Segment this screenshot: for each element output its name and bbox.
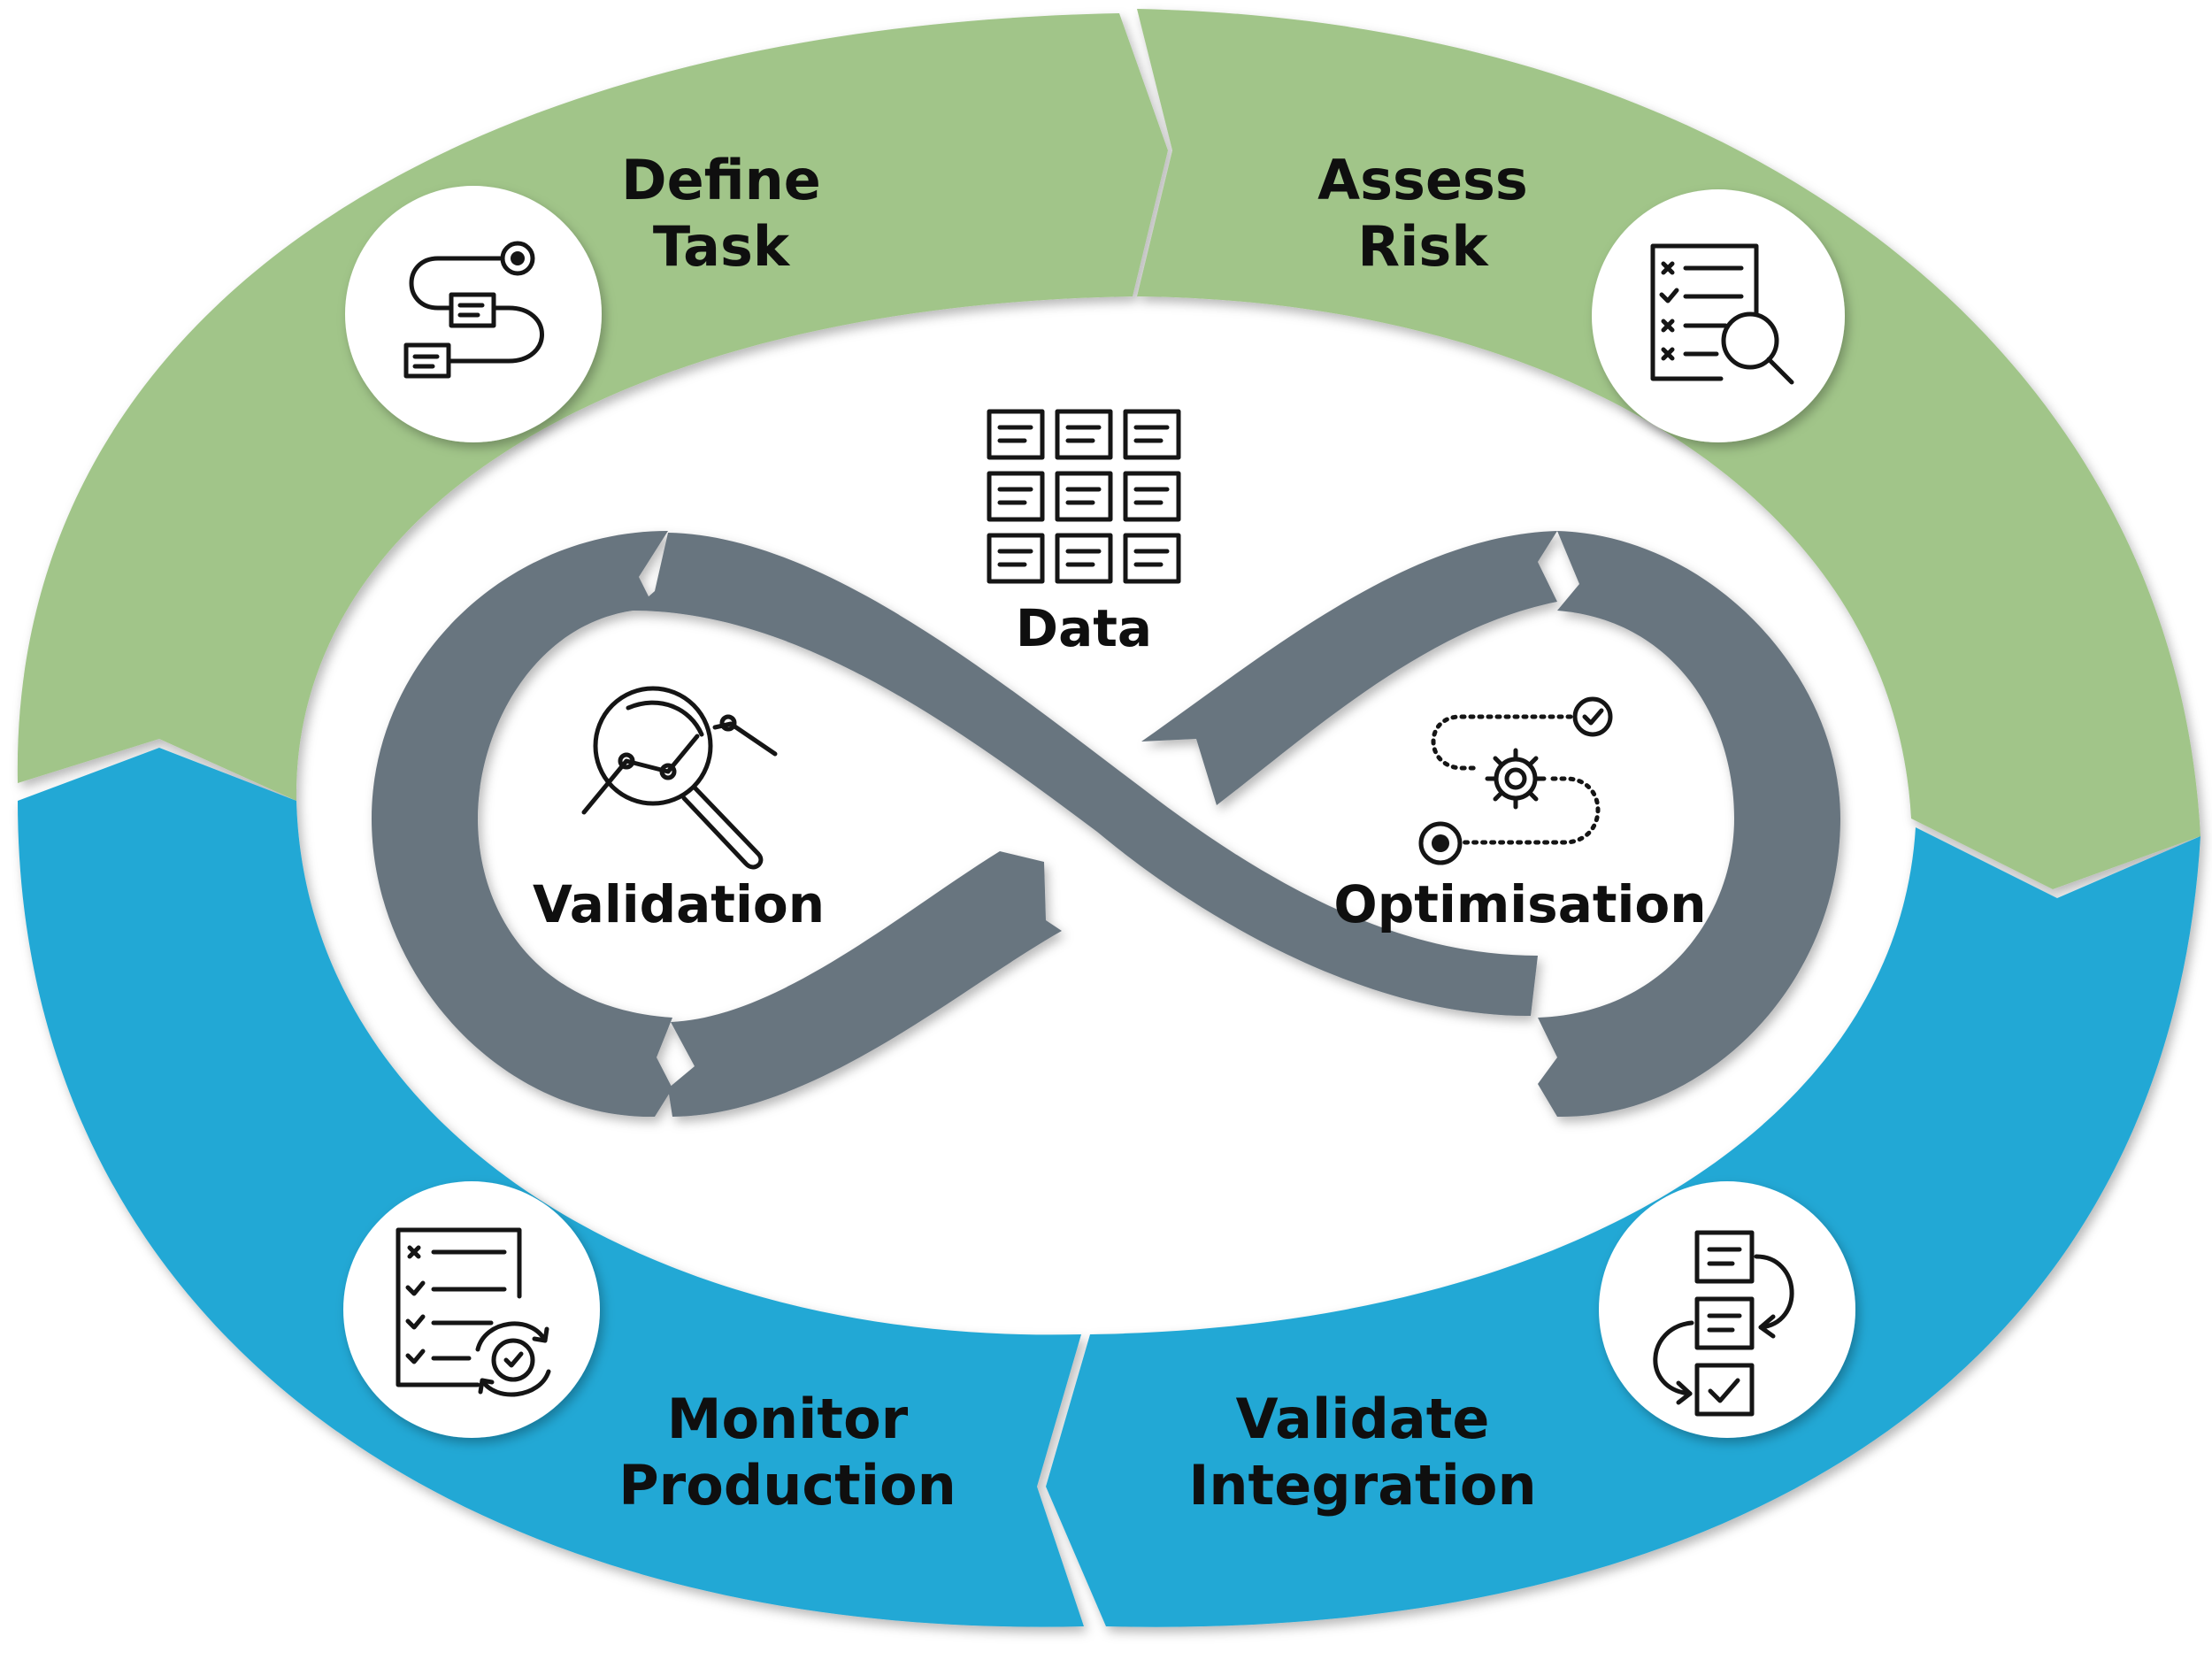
loop-right-arc xyxy=(1538,531,1840,1118)
loop-top-left-arm xyxy=(633,533,1538,1017)
icon-disc-assess-risk xyxy=(1592,189,1845,442)
document-flow-check-icon xyxy=(1653,1230,1794,1417)
segment-monitor-production xyxy=(18,748,1084,1627)
segment-define-task xyxy=(17,13,1169,801)
data-grid-icon xyxy=(987,409,1181,584)
label-data: Data xyxy=(1016,598,1152,658)
icon-disc-validate-integration xyxy=(1599,1181,1855,1438)
workflow-path-icon xyxy=(403,241,544,379)
define-task-line-1: Define xyxy=(621,148,821,212)
label-define-task: Define Task xyxy=(621,148,821,279)
segment-assess-risk xyxy=(1137,9,2200,889)
label-assess-risk: Assess Risk xyxy=(1317,148,1528,279)
checklist-gear-icon xyxy=(396,1227,551,1397)
validate-integration-line-1: Validate xyxy=(1236,1387,1490,1451)
icon-disc-define-task xyxy=(345,186,602,442)
assess-risk-line-2: Risk xyxy=(1357,214,1489,279)
monitor-production-line-1: Monitor xyxy=(667,1387,909,1451)
checklist-magnifier-icon xyxy=(1650,243,1794,385)
loop-left-arc xyxy=(372,531,672,1118)
label-validation: Validation xyxy=(533,874,825,934)
segment-validate-integration xyxy=(1046,827,2200,1627)
loop-top-right-arm xyxy=(1141,531,1557,805)
assess-risk-line-1: Assess xyxy=(1317,148,1528,212)
icon-disc-monitor-production xyxy=(343,1181,600,1438)
infinity-loop xyxy=(372,531,1840,1118)
label-monitor-production: Monitor Production xyxy=(618,1387,956,1518)
monitor-production-line-2: Production xyxy=(618,1453,956,1518)
label-validate-integration: Validate Integration xyxy=(1188,1387,1536,1518)
loop-bottom-left-arm xyxy=(668,851,1062,1117)
magnifier-chart-icon xyxy=(581,686,778,870)
gear-path-icon xyxy=(1418,696,1613,865)
outer-ring xyxy=(17,9,2200,1627)
label-optimisation: Optimisation xyxy=(1333,874,1706,934)
validate-integration-line-2: Integration xyxy=(1188,1453,1536,1518)
define-task-line-2: Task xyxy=(653,214,791,279)
